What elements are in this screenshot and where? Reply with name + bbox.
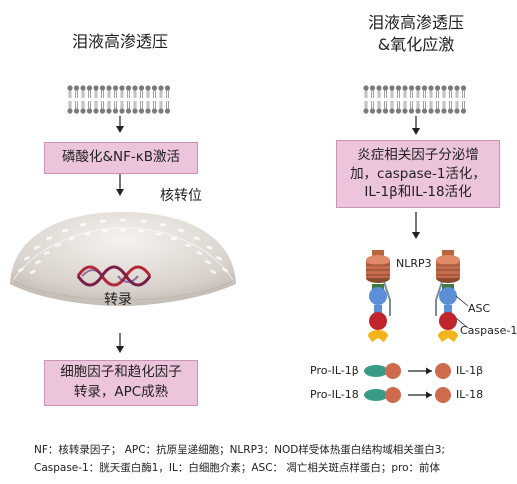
footnote-line2: Caspase-1：胱天蛋白酶1，IL：白细胞介素；ASC： 凋亡相关斑点样蛋白…	[34, 462, 441, 474]
cytokine-text-line1: 细胞因子和趋化因子	[60, 364, 182, 381]
il18-processing	[364, 387, 451, 403]
cytokine-text-line2: 转录，APC成熟	[73, 384, 169, 400]
transcription-label: 转录	[104, 292, 132, 308]
right-title-line1: 泪液高渗透压	[367, 13, 464, 32]
nlrp3-label: NLRP3	[396, 257, 432, 270]
asc-label-leader	[455, 295, 469, 307]
inflammation-text-line3: IL-1β和IL-18活化	[364, 184, 472, 201]
nfkb-activation-text: 磷酸化&NF-κB激活	[62, 149, 180, 166]
inflammasome-linker	[383, 281, 391, 316]
inflammasome-linker	[435, 281, 443, 316]
asc-label: ASC	[468, 302, 491, 315]
cell-membrane-right	[363, 85, 467, 114]
inflammation-text-line2: 加，caspase-1活化，	[350, 165, 486, 182]
footnote-line1: NF：核转录因子； APC：抗原呈递细胞；NLRP3：NOD样受体热蛋白结构域相…	[34, 444, 446, 456]
inflammation-factor-box: 炎症相关因子分泌增 加，caspase-1活化， IL-1β和IL-18活化	[336, 140, 500, 208]
cytokine-transcription-box: 细胞因子和趋化因子 转录，APC成熟	[44, 360, 198, 406]
nuclear-pores	[18, 218, 228, 275]
il1b-label: IL-1β	[456, 364, 484, 377]
inflammasome-right	[436, 250, 460, 342]
pro-il18-label: Pro-IL-18	[310, 388, 359, 401]
caspase-1-label: Caspase-1	[460, 324, 517, 337]
nfkb-activation-box: 磷酸化&NF-κB激活	[44, 142, 198, 174]
il18-label: IL-18	[456, 388, 484, 401]
dna-helix-icon	[76, 265, 152, 287]
il1b-processing	[364, 363, 451, 379]
left-title: 泪液高渗透压	[71, 32, 168, 51]
nucleus	[10, 212, 236, 306]
caspase-label-leader	[455, 317, 469, 329]
nuclear-translocation-label: 核转位	[160, 188, 202, 204]
right-title: 泪液高渗透压 &氧化应激	[354, 12, 478, 56]
cell-membrane-left	[67, 85, 171, 114]
pro-il1b-label: Pro-IL-1β	[310, 364, 359, 377]
right-title-line2: &氧化应激	[377, 35, 455, 54]
inflammation-text-line1: 炎症相关因子分泌增	[357, 146, 479, 163]
inflammasome-left	[366, 250, 390, 342]
